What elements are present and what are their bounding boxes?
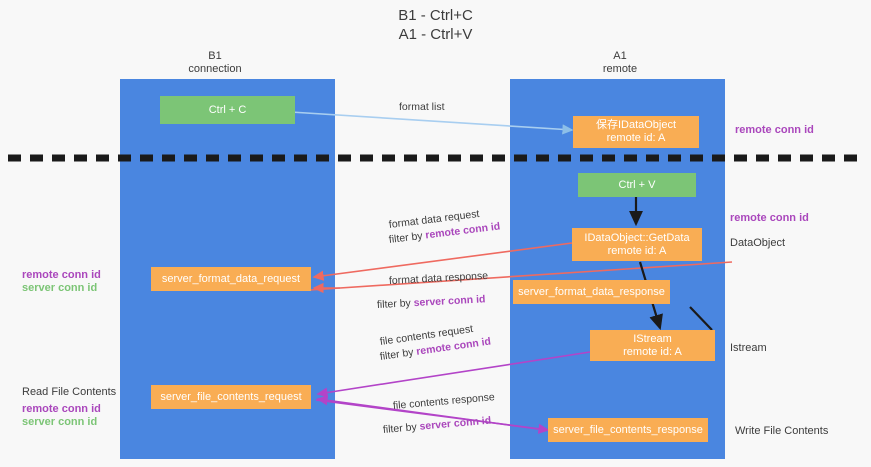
- edge-label-format-data-response-filter-key: server conn id: [413, 293, 486, 310]
- edge-label-format-list: format list: [399, 101, 445, 113]
- box-server-file-contents-request-label: server_file_contents_request: [160, 390, 302, 403]
- title-line-2: A1 - Ctrl+V: [398, 26, 473, 43]
- edge-label-file-contents-request-filter-prefix: filter by: [379, 345, 418, 363]
- left-label-server-conn-id-mid: server conn id: [22, 282, 98, 294]
- right-label-dataobject: DataObject: [730, 237, 786, 249]
- box-istream-line1: IStream: [633, 332, 672, 345]
- column-header-b1-name: B1: [208, 50, 222, 62]
- column-header-b1-role: connection: [188, 63, 242, 75]
- diagram-title: B1 - Ctrl+C A1 - Ctrl+V: [0, 6, 871, 44]
- box-ctrl-c-label: Ctrl + C: [208, 103, 247, 116]
- box-istream-line2: remote id: A: [623, 345, 682, 358]
- edge-label-file-contents-response-filter-prefix: filter by: [382, 420, 421, 436]
- edge-label-file-contents-response-filter-key: server conn id: [419, 414, 492, 433]
- box-save-idataobject-line1: 保存IDataObject: [595, 119, 677, 131]
- right-label-istream: Istream: [730, 342, 767, 354]
- column-header-b1: B1 connection: [155, 50, 275, 76]
- edge-label-file-contents-response-filter: filter by server conn id: [382, 415, 491, 437]
- left-label-read-file-contents: Read File Contents: [22, 386, 117, 398]
- edge-label-format-data-response-filter: filter by server conn id: [377, 293, 486, 312]
- box-server-format-data-request-label: server_format_data_request: [161, 272, 301, 285]
- column-header-a1: A1 remote: [560, 50, 680, 76]
- box-istream[interactable]: IStream remote id: A: [590, 330, 715, 361]
- box-ctrl-c[interactable]: Ctrl + C: [160, 96, 295, 124]
- box-server-format-data-response-label: server_format_data_response: [518, 285, 665, 298]
- box-server-format-data-response[interactable]: server_format_data_response: [513, 280, 670, 304]
- box-server-file-contents-request[interactable]: server_file_contents_request: [151, 385, 311, 409]
- edge-label-format-data-request-filter-prefix: filter by: [388, 229, 427, 246]
- right-label-remote-conn-id-top: remote conn id: [735, 124, 814, 136]
- box-server-file-contents-response-label: server_file_contents_response: [553, 423, 703, 436]
- box-server-file-contents-response[interactable]: server_file_contents_response: [548, 418, 708, 442]
- box-save-idataobject-line2: remote id: A: [606, 132, 666, 144]
- edge-label-format-data-response-filter-prefix: filter by: [376, 297, 415, 311]
- edge-label-file-contents-response: file contents response: [392, 391, 496, 412]
- column-header-a1-name: A1: [613, 50, 627, 62]
- box-idataobject-getdata-line2: remote id: A: [607, 244, 667, 257]
- box-save-idataobject[interactable]: 保存IDataObject remote id: A: [573, 116, 699, 148]
- right-label-write-file-contents: Write File Contents: [735, 425, 829, 437]
- box-ctrl-v-label: Ctrl + V: [618, 178, 656, 191]
- right-label-remote-conn-id-mid: remote conn id: [730, 212, 809, 224]
- box-idataobject-getdata-line1: IDataObject::GetData: [584, 231, 690, 244]
- title-line-1: B1 - Ctrl+C: [398, 7, 473, 24]
- column-header-a1-role: remote: [602, 63, 638, 75]
- box-ctrl-v[interactable]: Ctrl + V: [578, 173, 696, 197]
- box-server-format-data-request[interactable]: server_format_data_request: [151, 267, 311, 291]
- left-label-remote-conn-id-bot: remote conn id: [22, 403, 101, 415]
- left-label-remote-conn-id-mid: remote conn id: [22, 269, 101, 281]
- edge-label-format-data-response: format data response: [388, 269, 489, 287]
- left-label-server-conn-id-bot: server conn id: [22, 416, 98, 428]
- box-idataobject-getdata[interactable]: IDataObject::GetData remote id: A: [572, 228, 702, 261]
